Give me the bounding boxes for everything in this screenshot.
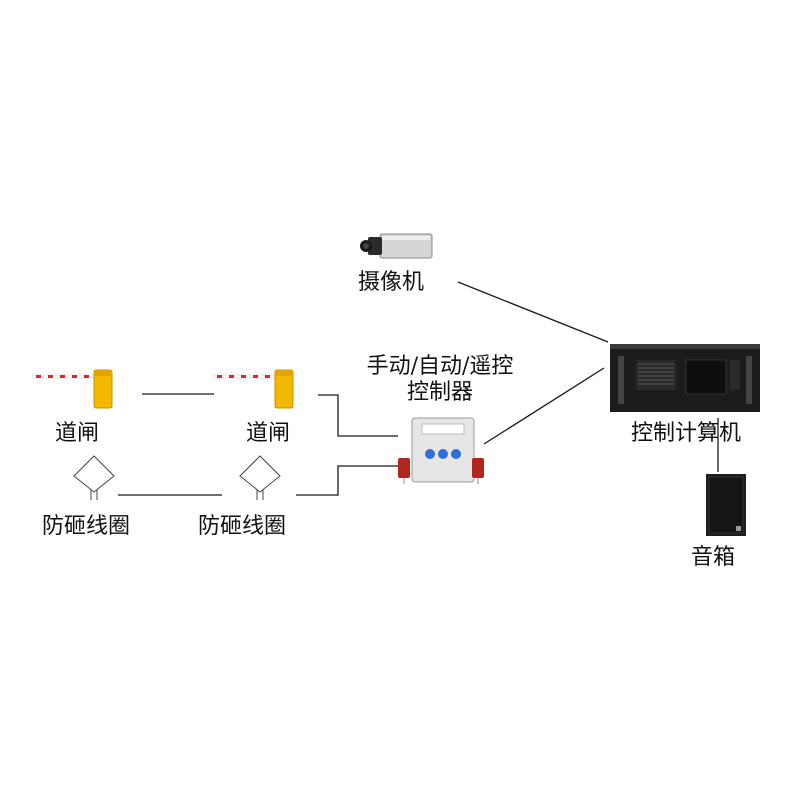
speaker-icon (706, 474, 746, 536)
controller-icon (398, 417, 484, 484)
link-camera-computer (457, 281, 609, 343)
gate-2-label: 道闸 (246, 421, 291, 446)
computer-icon (610, 344, 760, 412)
barrier-gate-icon (32, 369, 113, 409)
loop-2-label: 防砸线圈 (198, 514, 287, 539)
loop-1-label: 防砸线圈 (42, 514, 131, 539)
ground-loop-icon (239, 455, 281, 500)
link-controller-computer (483, 367, 605, 445)
ground-loop-icon (73, 455, 115, 500)
controller-label-line1: 手动/自动/遥控 (366, 354, 514, 379)
barrier-gate-icon (213, 369, 294, 409)
gate-1-label: 道闸 (55, 421, 100, 446)
link-gate2-controller (318, 394, 398, 437)
controller-label: 手动/自动/遥控 控制器 (352, 354, 528, 407)
speaker-label: 音箱 (691, 545, 736, 570)
camera-icon (360, 233, 433, 259)
link-loop2-controller (296, 465, 398, 496)
controller-label-line2: 控制器 (406, 380, 473, 406)
computer-label: 控制计算机 (631, 421, 742, 446)
camera-label: 摄像机 (358, 270, 425, 295)
